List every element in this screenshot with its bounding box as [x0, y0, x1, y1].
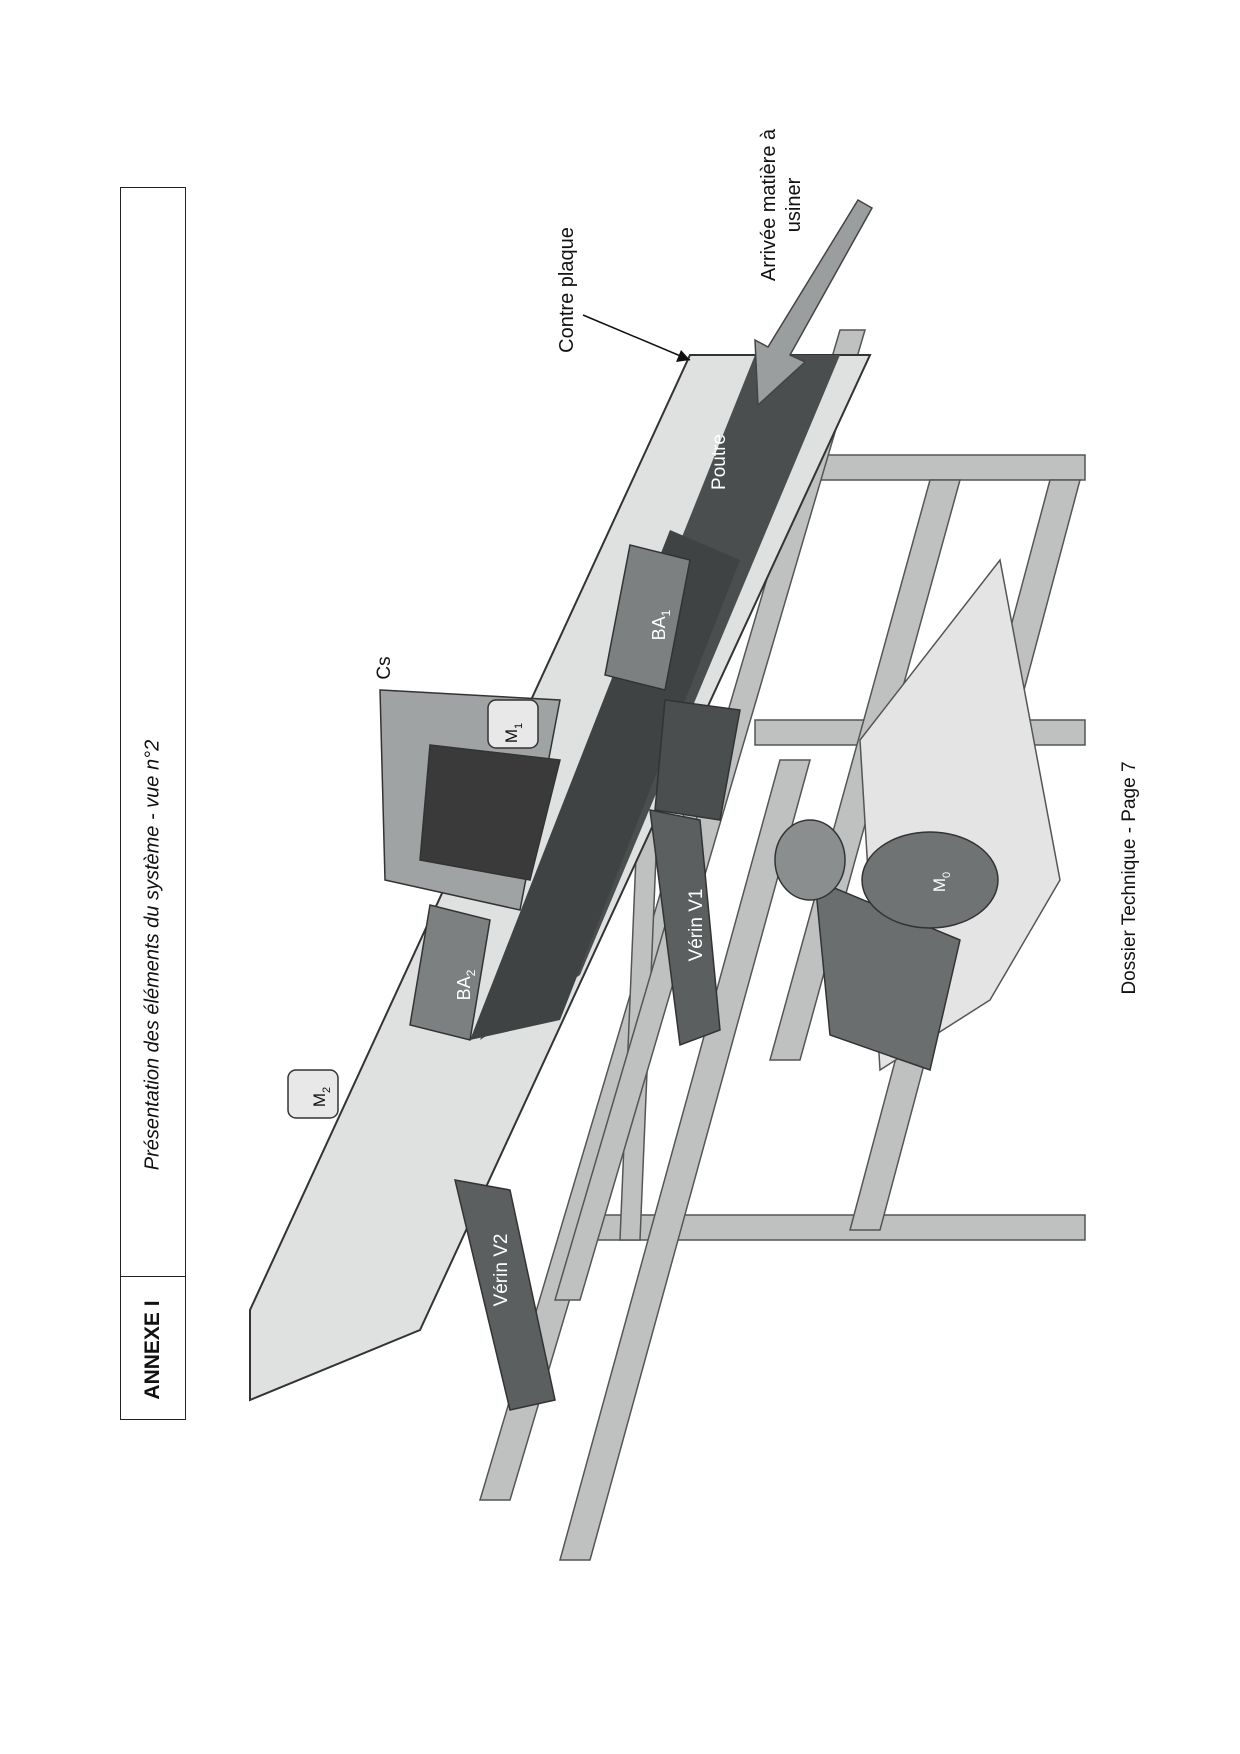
ba2-block	[409, 904, 491, 1041]
label-m1: M1	[502, 723, 525, 743]
header-box	[120, 187, 186, 1420]
label-cs: Cs	[374, 656, 395, 679]
page-footer: Dossier Technique - Page 7	[1119, 761, 1140, 995]
m0-motor	[774, 819, 999, 1071]
label-contre-plaque: Contre plaque	[556, 227, 578, 353]
beam	[249, 354, 872, 1402]
m2-motor	[287, 1069, 339, 1119]
contre-plaque-pointer	[582, 314, 691, 361]
m1-motor	[487, 699, 539, 749]
ba1-block	[604, 544, 691, 691]
label-arrivee-1: Arrivée matière à	[758, 128, 780, 281]
label-verin-v1: Vérin V1	[686, 889, 707, 962]
header-divider	[121, 1276, 185, 1277]
label-ba1: BA1	[649, 609, 673, 640]
label-poutre: Poutre	[709, 434, 730, 490]
verin-v2	[454, 1179, 556, 1411]
cs-mesh	[419, 744, 561, 881]
verin-v1	[649, 809, 721, 1047]
pointer-arrowhead-icon	[676, 350, 690, 362]
label-ba2: BA2	[454, 969, 478, 1000]
label-m0: M0	[930, 872, 953, 892]
label-verin-v2: Vérin V2	[491, 1234, 512, 1307]
material-arrow-icon	[754, 198, 874, 407]
label-m2: M2	[310, 1087, 333, 1107]
label-arrivee-2: usiner	[783, 177, 805, 232]
slide-block	[654, 699, 741, 821]
